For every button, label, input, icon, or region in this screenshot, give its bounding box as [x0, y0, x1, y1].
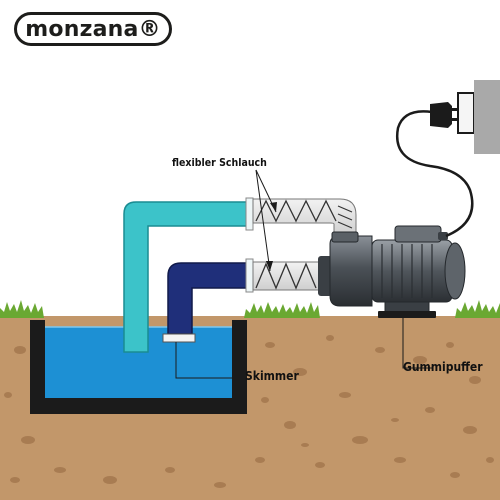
label-pointers [175, 169, 432, 379]
rubber-buffer [378, 311, 436, 318]
pointer-arrowheads [266, 202, 277, 271]
power-cable [395, 110, 474, 238]
flexible-hose-lower [252, 261, 320, 291]
flexible-hose-upper [252, 198, 357, 237]
hose-label: flexibler Schlauch [172, 157, 267, 169]
brand-logo-text: monzana® [25, 16, 161, 42]
soil-stones [4, 335, 494, 488]
pump-icon [318, 225, 466, 313]
inlet-pipe [123, 201, 251, 353]
suction-pipe [167, 262, 251, 335]
grass-left [0, 300, 44, 318]
rubber-buffer-label: Gummipuffer [403, 360, 483, 374]
inlet-pipe-collar [245, 197, 254, 231]
wall-socket-icon [457, 80, 500, 154]
power-plug-icon [430, 102, 460, 128]
brand-logo: monzana® [14, 12, 172, 46]
skimmer-label: Skimmer [245, 369, 299, 383]
skimmer [162, 333, 196, 343]
suction-pipe-collar [245, 258, 254, 293]
pool-wall [30, 320, 247, 414]
grass-right [244, 300, 500, 318]
